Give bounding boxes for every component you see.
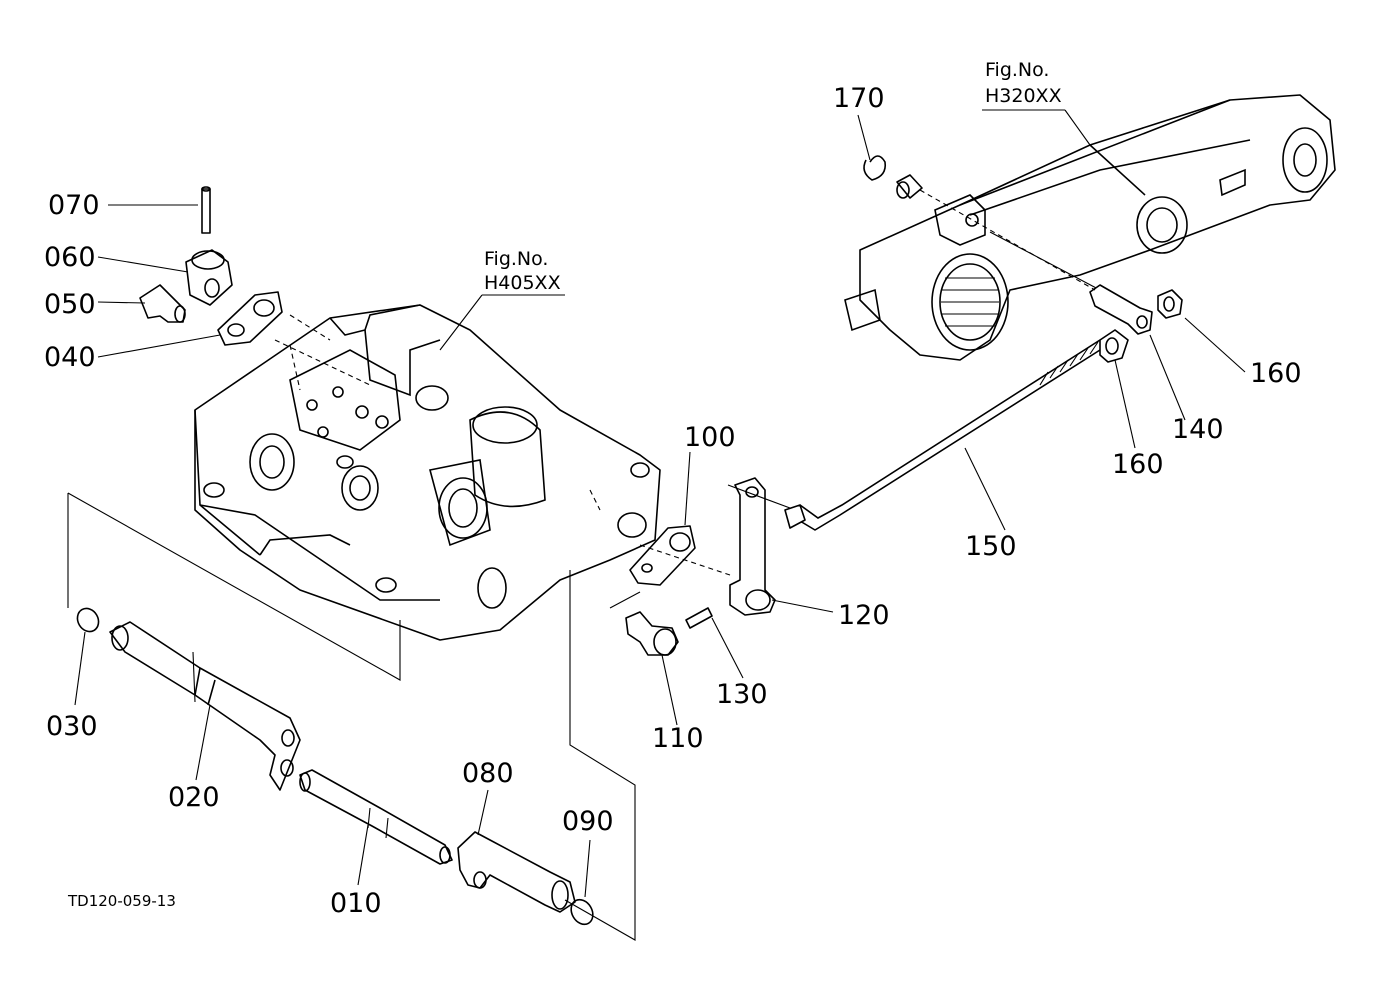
callout-140: 140 [1172,414,1224,445]
callout-160: 160 [1250,358,1302,389]
part-160-nut-b [1157,289,1183,319]
figure-reference-label: Fig.No. [484,248,548,270]
leader-lines [74,109,1246,898]
callout-060: 060 [44,242,96,273]
callout-130: 130 [716,679,768,710]
part-120-lever [729,477,776,616]
part-130-spring-pin [685,607,713,629]
part-010-spool [299,769,453,865]
lift-arm [844,94,1336,361]
callout-080: 080 [462,758,514,789]
part-070-pin [201,186,211,234]
callout-090: 090 [562,806,614,837]
part-170-snap-ring [863,155,887,181]
callout-030: 030 [46,711,98,742]
callout-170: 170 [833,83,885,114]
part-040-plate [217,291,283,346]
part-050-bolt [139,284,186,323]
callout-020: 020 [168,782,220,813]
valve-body [194,304,661,641]
part-110-bolt [625,611,679,656]
part-080-sleeve [457,831,576,913]
callout-050: 050 [44,289,96,320]
drawing-code: TD120-059-13 [67,892,176,910]
callout-120: 120 [838,600,890,631]
callout-110: 110 [652,723,704,754]
callout-070: 070 [48,190,100,221]
assembly-lines [67,189,1096,941]
lift-arm-pin [896,174,923,199]
callout-160: 160 [1112,449,1164,480]
callout-150: 150 [965,531,1017,562]
figure-reference-number: H405XX [484,272,561,294]
part-150-rod [784,339,1101,531]
figure-reference-label: Fig.No. [985,59,1049,81]
part-140-clevis [1089,284,1153,335]
callout-100: 100 [684,422,736,453]
figure-reference-h320[interactable]: Fig.No. H320XX [985,59,1062,107]
part-020-spool-sleeve [109,621,301,791]
part-030-o-ring [76,607,100,633]
figure-reference-number: H320XX [985,85,1062,107]
part-100-plate [629,525,696,586]
figure-reference-h405[interactable]: Fig.No. H405XX [484,248,561,294]
part-090-o-ring [570,898,594,926]
part-060-collar [185,249,233,306]
callout-010: 010 [330,888,382,919]
callout-040: 040 [44,342,96,373]
part-160-nut-a [1099,329,1129,363]
